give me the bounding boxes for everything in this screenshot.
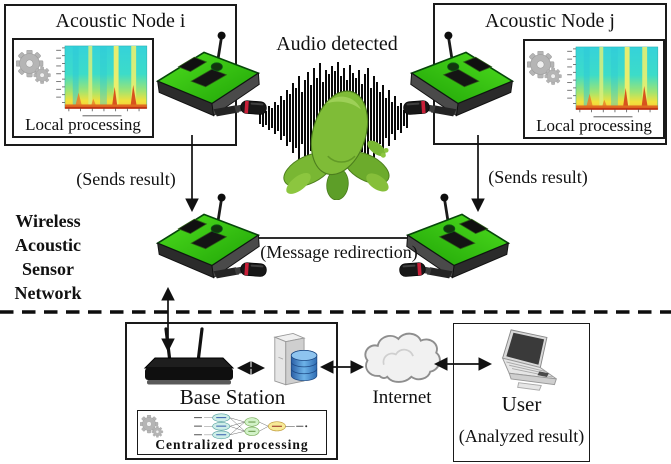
base-station-label: Base Station	[179, 385, 286, 409]
user-label: User	[501, 392, 542, 416]
sensor-node-i-icon	[148, 30, 268, 122]
sensor-node-j-icon	[402, 30, 522, 122]
internet-cloud-icon	[358, 326, 444, 388]
relay-node-right-icon	[398, 192, 518, 284]
user-box: User (Analyzed result)	[453, 323, 590, 462]
local-processing-box-j: Local processing	[523, 39, 665, 139]
frog-icon	[279, 88, 396, 200]
local-processing-box-i: Local processing	[12, 38, 154, 138]
server-database-icon	[262, 329, 326, 391]
centralized-processing-label: Centralized processing	[155, 437, 309, 452]
laptop-icon	[486, 328, 572, 394]
sends-result-left-label: (Sends result)	[76, 169, 176, 189]
sends-result-right-label: (Sends result)	[488, 167, 588, 187]
audio-detected-label: Audio detected	[276, 33, 398, 55]
local-processing-label-j: Local processing	[536, 116, 652, 135]
analyzed-result-label: (Analyzed result)	[458, 426, 585, 446]
wireless-acoustic-sensor-network-label: Wireless Acoustic Sensor Network	[14, 211, 82, 303]
centralized-processing-box: Centralized processing	[137, 410, 327, 455]
router-icon	[138, 326, 240, 392]
acoustic-node-j-title: Acoustic Node j	[485, 10, 615, 32]
local-processing-label-i: Local processing	[25, 115, 141, 134]
spectrogram-icon	[563, 45, 663, 123]
gears-icon	[527, 51, 563, 87]
internet-label: Internet	[372, 387, 432, 408]
gears-icon	[16, 50, 52, 86]
message-redirection-label: (Message redirection)	[260, 242, 418, 262]
acoustic-node-i-title: Acoustic Node i	[55, 10, 186, 32]
spectrogram-icon	[52, 44, 152, 122]
relay-node-left-icon	[148, 192, 268, 284]
